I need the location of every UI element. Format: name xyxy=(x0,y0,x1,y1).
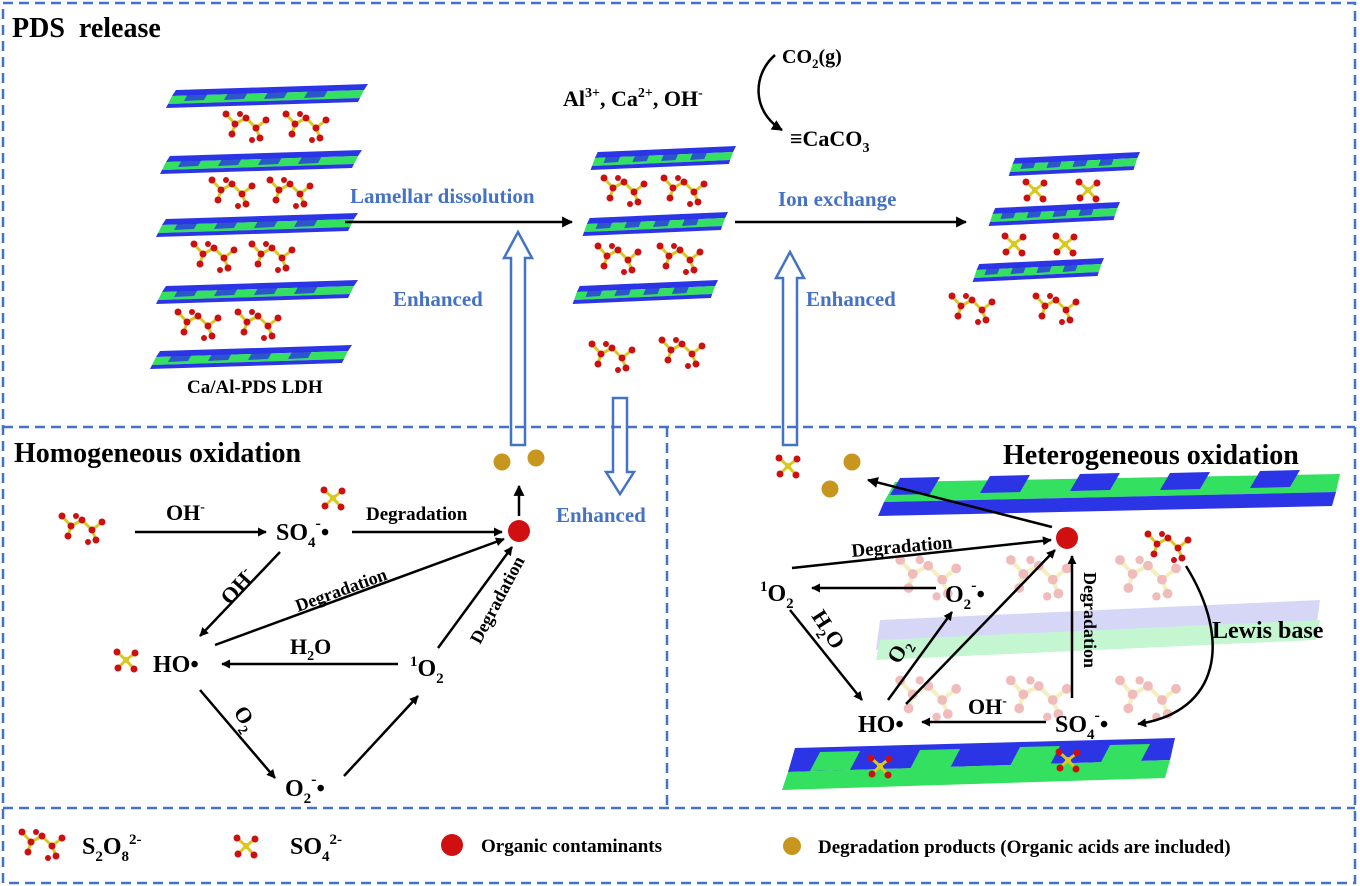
hetero-top-sheet xyxy=(878,470,1340,516)
homo-degradation-top-label: Degradation xyxy=(366,504,468,525)
hetero-lewis-base-label: Lewis base xyxy=(1212,618,1324,644)
hetero-product-1 xyxy=(843,453,861,471)
co2-label: CO2(g) xyxy=(782,46,842,71)
hetero-degradation-top-arrow xyxy=(791,536,1052,570)
legend-so4-label: SO42- xyxy=(290,832,342,865)
hetero-bottom-sheet xyxy=(782,738,1175,790)
hetero-so4-radical: SO4-• xyxy=(1055,707,1108,743)
hetero-contaminant-to-products-arrow xyxy=(866,477,1053,529)
legend-product-icon xyxy=(783,837,801,855)
caco3-label: ≡CaCO3 xyxy=(790,126,869,156)
hetero-ho-to-contaminant-arrow xyxy=(905,549,1056,705)
enhanced-down-arrow xyxy=(603,396,637,497)
hetero-degradation-vert-label: Degradation xyxy=(1080,572,1100,668)
homo-ho-radical: HO• xyxy=(153,652,199,678)
homo-oh-label: OH- xyxy=(166,500,205,525)
hetero-superoxide: O2-• xyxy=(945,577,985,613)
homo-ho-to-superoxide-arrow xyxy=(199,689,276,779)
hetero-pds-molecule xyxy=(1143,529,1193,565)
ldh-stack-right xyxy=(947,152,1140,327)
enhanced-up-arrow-left xyxy=(501,229,535,447)
enhanced-label-center: Enhanced xyxy=(556,503,646,527)
homo-superoxide-to-singlet-arrow xyxy=(343,695,419,777)
legend-contaminants-label: Organic contaminants xyxy=(481,836,662,857)
homo-so4-to-ho-arrow xyxy=(199,551,281,637)
hetero-oh-label: OH- xyxy=(968,694,1007,719)
enhanced-up-arrow-right xyxy=(773,249,807,447)
homo-oh-diag-label: OH- xyxy=(215,563,260,609)
homo-so4-radical: SO4-• xyxy=(276,515,329,551)
hetero-degradation-top-label: Degradation xyxy=(851,532,954,562)
hetero-o2-label: O2 xyxy=(882,634,920,670)
homo-pds-molecule xyxy=(57,511,107,547)
homo-so4-molecule xyxy=(319,485,347,512)
hetero-singlet-oxygen: 1O2 xyxy=(760,579,794,612)
hetero-h2o-label: H2O xyxy=(803,605,851,656)
homo-so4-molecule-ho xyxy=(112,647,140,674)
ion-exchange-label: Ion exchange xyxy=(778,187,896,211)
legend-products-label: Degradation products (Organic acids are … xyxy=(818,837,1231,858)
legend-contaminant-icon xyxy=(441,834,463,856)
legend: S2O82- SO42- Organic contaminants Degrad… xyxy=(17,827,1231,865)
homo-contaminant xyxy=(508,520,530,542)
homo-superoxide: O2-• xyxy=(285,771,325,807)
hetero-faded-interlayer xyxy=(876,555,1320,721)
hetero-product-2 xyxy=(821,480,839,498)
homo-o2-label: O2 xyxy=(225,701,263,738)
co2-curved-arrow xyxy=(757,54,783,132)
homo-h2o-label: H2O xyxy=(290,634,331,664)
ldh-label: Ca/Al-PDS LDH xyxy=(187,377,323,398)
heterogeneous-title: Heterogeneous oxidation xyxy=(1003,440,1299,471)
homo-product-2 xyxy=(527,449,545,467)
ions-label: Al3+, Ca2+, OH- xyxy=(563,86,703,111)
legend-so4-icon xyxy=(232,833,260,860)
homo-singlet-oxygen: 1O2 xyxy=(410,654,444,687)
legend-pds-icon xyxy=(17,827,67,863)
pds-release-title: PDS release xyxy=(12,13,161,44)
homo-singlet-to-contaminant-arrow xyxy=(436,546,514,649)
lamellar-label: Lamellar dissolution xyxy=(350,184,535,208)
legend-s2o8-label: S2O82- xyxy=(82,832,142,865)
homo-product-1 xyxy=(493,453,511,471)
enhanced-label-right: Enhanced xyxy=(806,287,896,311)
hetero-contaminant xyxy=(1056,527,1078,549)
homogeneous-title: Homogeneous oxidation xyxy=(14,438,301,469)
homo-degradation-diag-label: Degradation xyxy=(293,564,390,616)
ldh-stack-left xyxy=(150,84,368,369)
hetero-ho-radical: HO• xyxy=(858,712,904,738)
hetero-singlet-to-ho-arrow xyxy=(789,609,863,701)
homo-ho-to-contaminant-arrow xyxy=(214,537,505,647)
hetero-lewis-base-arrow xyxy=(1137,565,1214,728)
ldh-stack-middle xyxy=(572,146,736,375)
enhanced-label-left: Enhanced xyxy=(393,287,483,311)
hetero-so4-product xyxy=(774,453,802,480)
hetero-ho-to-superoxide-arrow xyxy=(886,611,954,701)
